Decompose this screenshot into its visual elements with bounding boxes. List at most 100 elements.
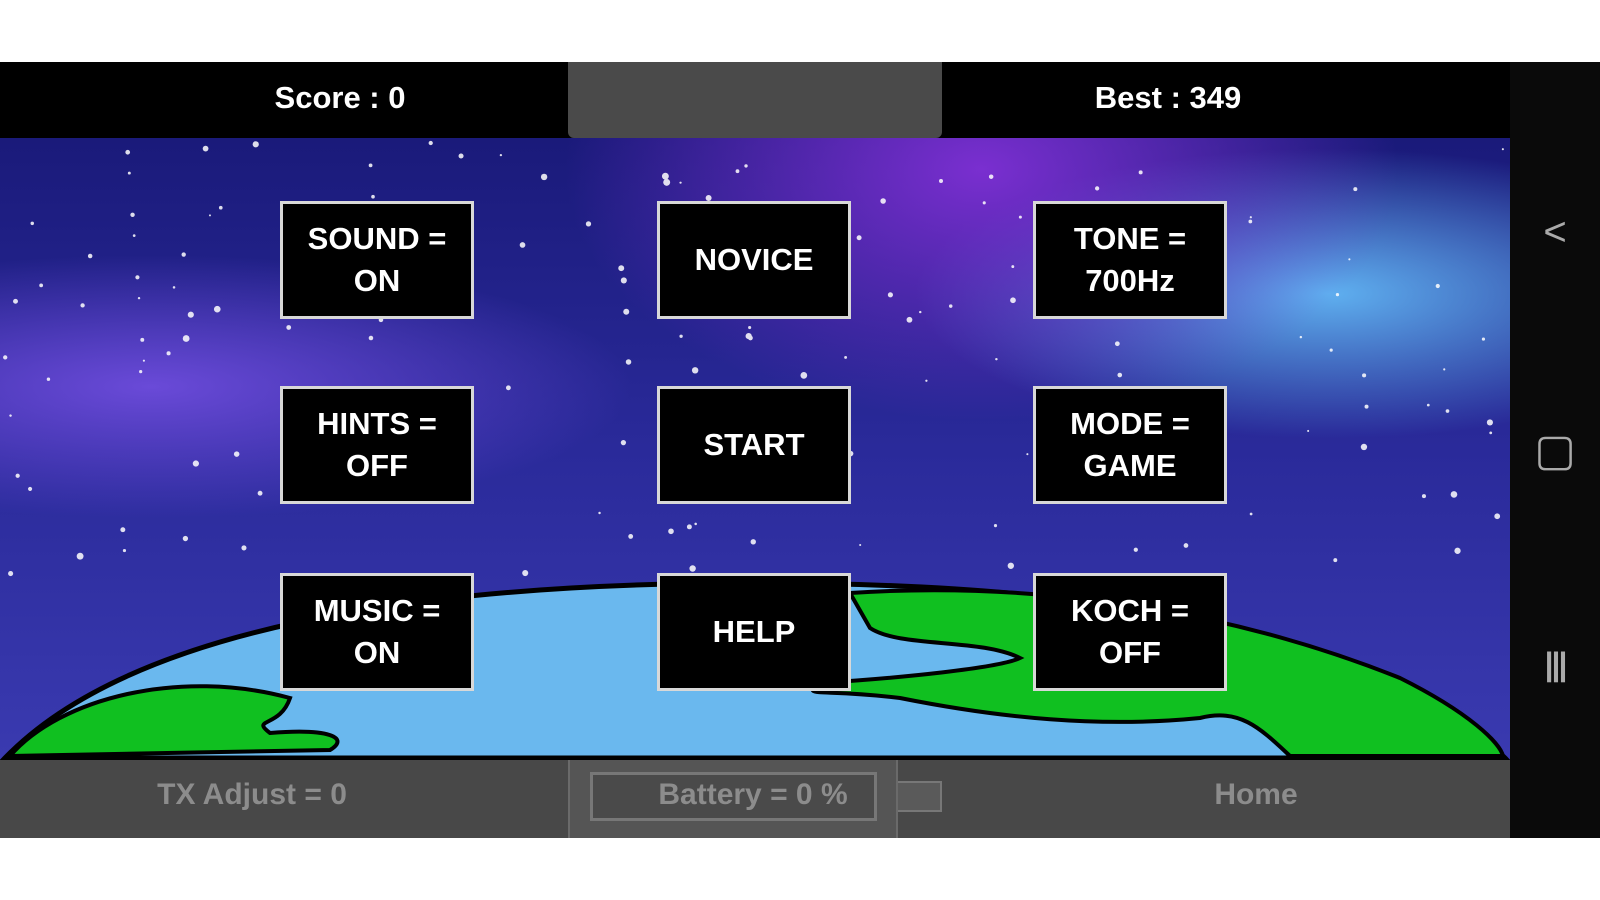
star [46,377,51,381]
star [1494,513,1501,520]
star [744,164,748,168]
star [995,357,998,361]
star [925,379,928,382]
help-button[interactable]: HELP [657,573,851,691]
star [1443,368,1446,371]
star [948,304,953,308]
star [371,194,375,199]
star [142,359,145,362]
star [1362,373,1367,378]
star [663,178,671,186]
mode-button[interactable]: MODE = GAME [1033,386,1227,504]
star [859,543,862,547]
tone-label: TONE = [1073,221,1187,256]
star [1138,170,1143,175]
star [368,335,374,341]
tone-button[interactable]: TONE =700Hz [1033,201,1227,319]
koch-toggle-button[interactable]: KOCH =OFF [1033,573,1227,691]
star [856,235,862,241]
star [1018,215,1022,219]
hints-toggle-button[interactable]: HINTS =OFF [280,386,474,504]
star [628,533,634,539]
star [1486,419,1493,426]
mode-value: GAME [1083,448,1177,483]
star [202,145,209,152]
star [620,277,627,284]
star [598,511,601,515]
star [1348,258,1351,261]
star [233,451,240,457]
star [618,265,625,272]
star [428,140,433,146]
score-label: Score : 0 [274,80,406,115]
star [28,486,33,491]
home-button[interactable]: Home [1214,778,1298,811]
music-value: ON [353,635,401,670]
star [139,370,143,374]
star [1481,337,1486,341]
star [887,292,893,298]
star [540,173,548,181]
star [691,367,699,374]
star [76,552,84,560]
music-toggle-button[interactable]: MUSIC =ON [280,573,474,691]
star [1299,335,1303,339]
sound-label: SOUND = [307,221,447,256]
star [1007,562,1015,569]
star [137,296,141,300]
star [1489,431,1493,435]
battery-terminal-icon [898,781,942,812]
star [1426,403,1430,407]
tx-adjust-button[interactable]: TX Adjust = 0 [157,778,347,811]
star [679,334,683,338]
star [3,355,8,360]
star [1094,186,1100,191]
star [87,253,93,259]
mode-label: MODE = [1070,406,1190,441]
star [13,298,18,304]
star [30,221,34,226]
star [132,234,136,237]
star [1501,148,1504,151]
star [1445,409,1450,413]
star [172,286,176,289]
star [1360,443,1368,451]
nav-back-icon[interactable]: < [1543,210,1567,254]
star [1329,348,1333,352]
star [1333,558,1338,563]
star [192,460,199,467]
star [127,171,131,175]
star [668,528,674,535]
star [625,359,632,365]
star [122,548,127,553]
nav-home-icon[interactable]: ▢ [1534,426,1576,475]
novice-level-button[interactable]: NOVICE [657,201,851,319]
battery-icon [590,772,877,821]
star [218,205,223,210]
star [689,565,696,572]
star [1364,404,1369,409]
star [181,252,186,257]
star [166,351,171,356]
koch-label: KOCH = [1071,593,1189,628]
star [80,303,85,308]
nav-recents-icon[interactable]: ||| [1544,646,1568,682]
help-label: HELP [712,614,796,649]
start-button[interactable]: START [657,386,851,504]
star [241,545,247,551]
android-nav-bar [1510,62,1600,838]
level-label: NOVICE [694,242,814,277]
star [1249,512,1253,516]
star [39,283,44,288]
star [1435,283,1440,289]
star [620,439,627,446]
sound-toggle-button[interactable]: SOUND = ON [280,201,474,319]
sound-value: ON [353,263,401,298]
star [1248,219,1253,224]
star [1307,429,1310,432]
star [735,169,740,174]
star [982,201,986,205]
star [182,535,189,542]
star [1249,216,1252,219]
star [623,308,630,315]
